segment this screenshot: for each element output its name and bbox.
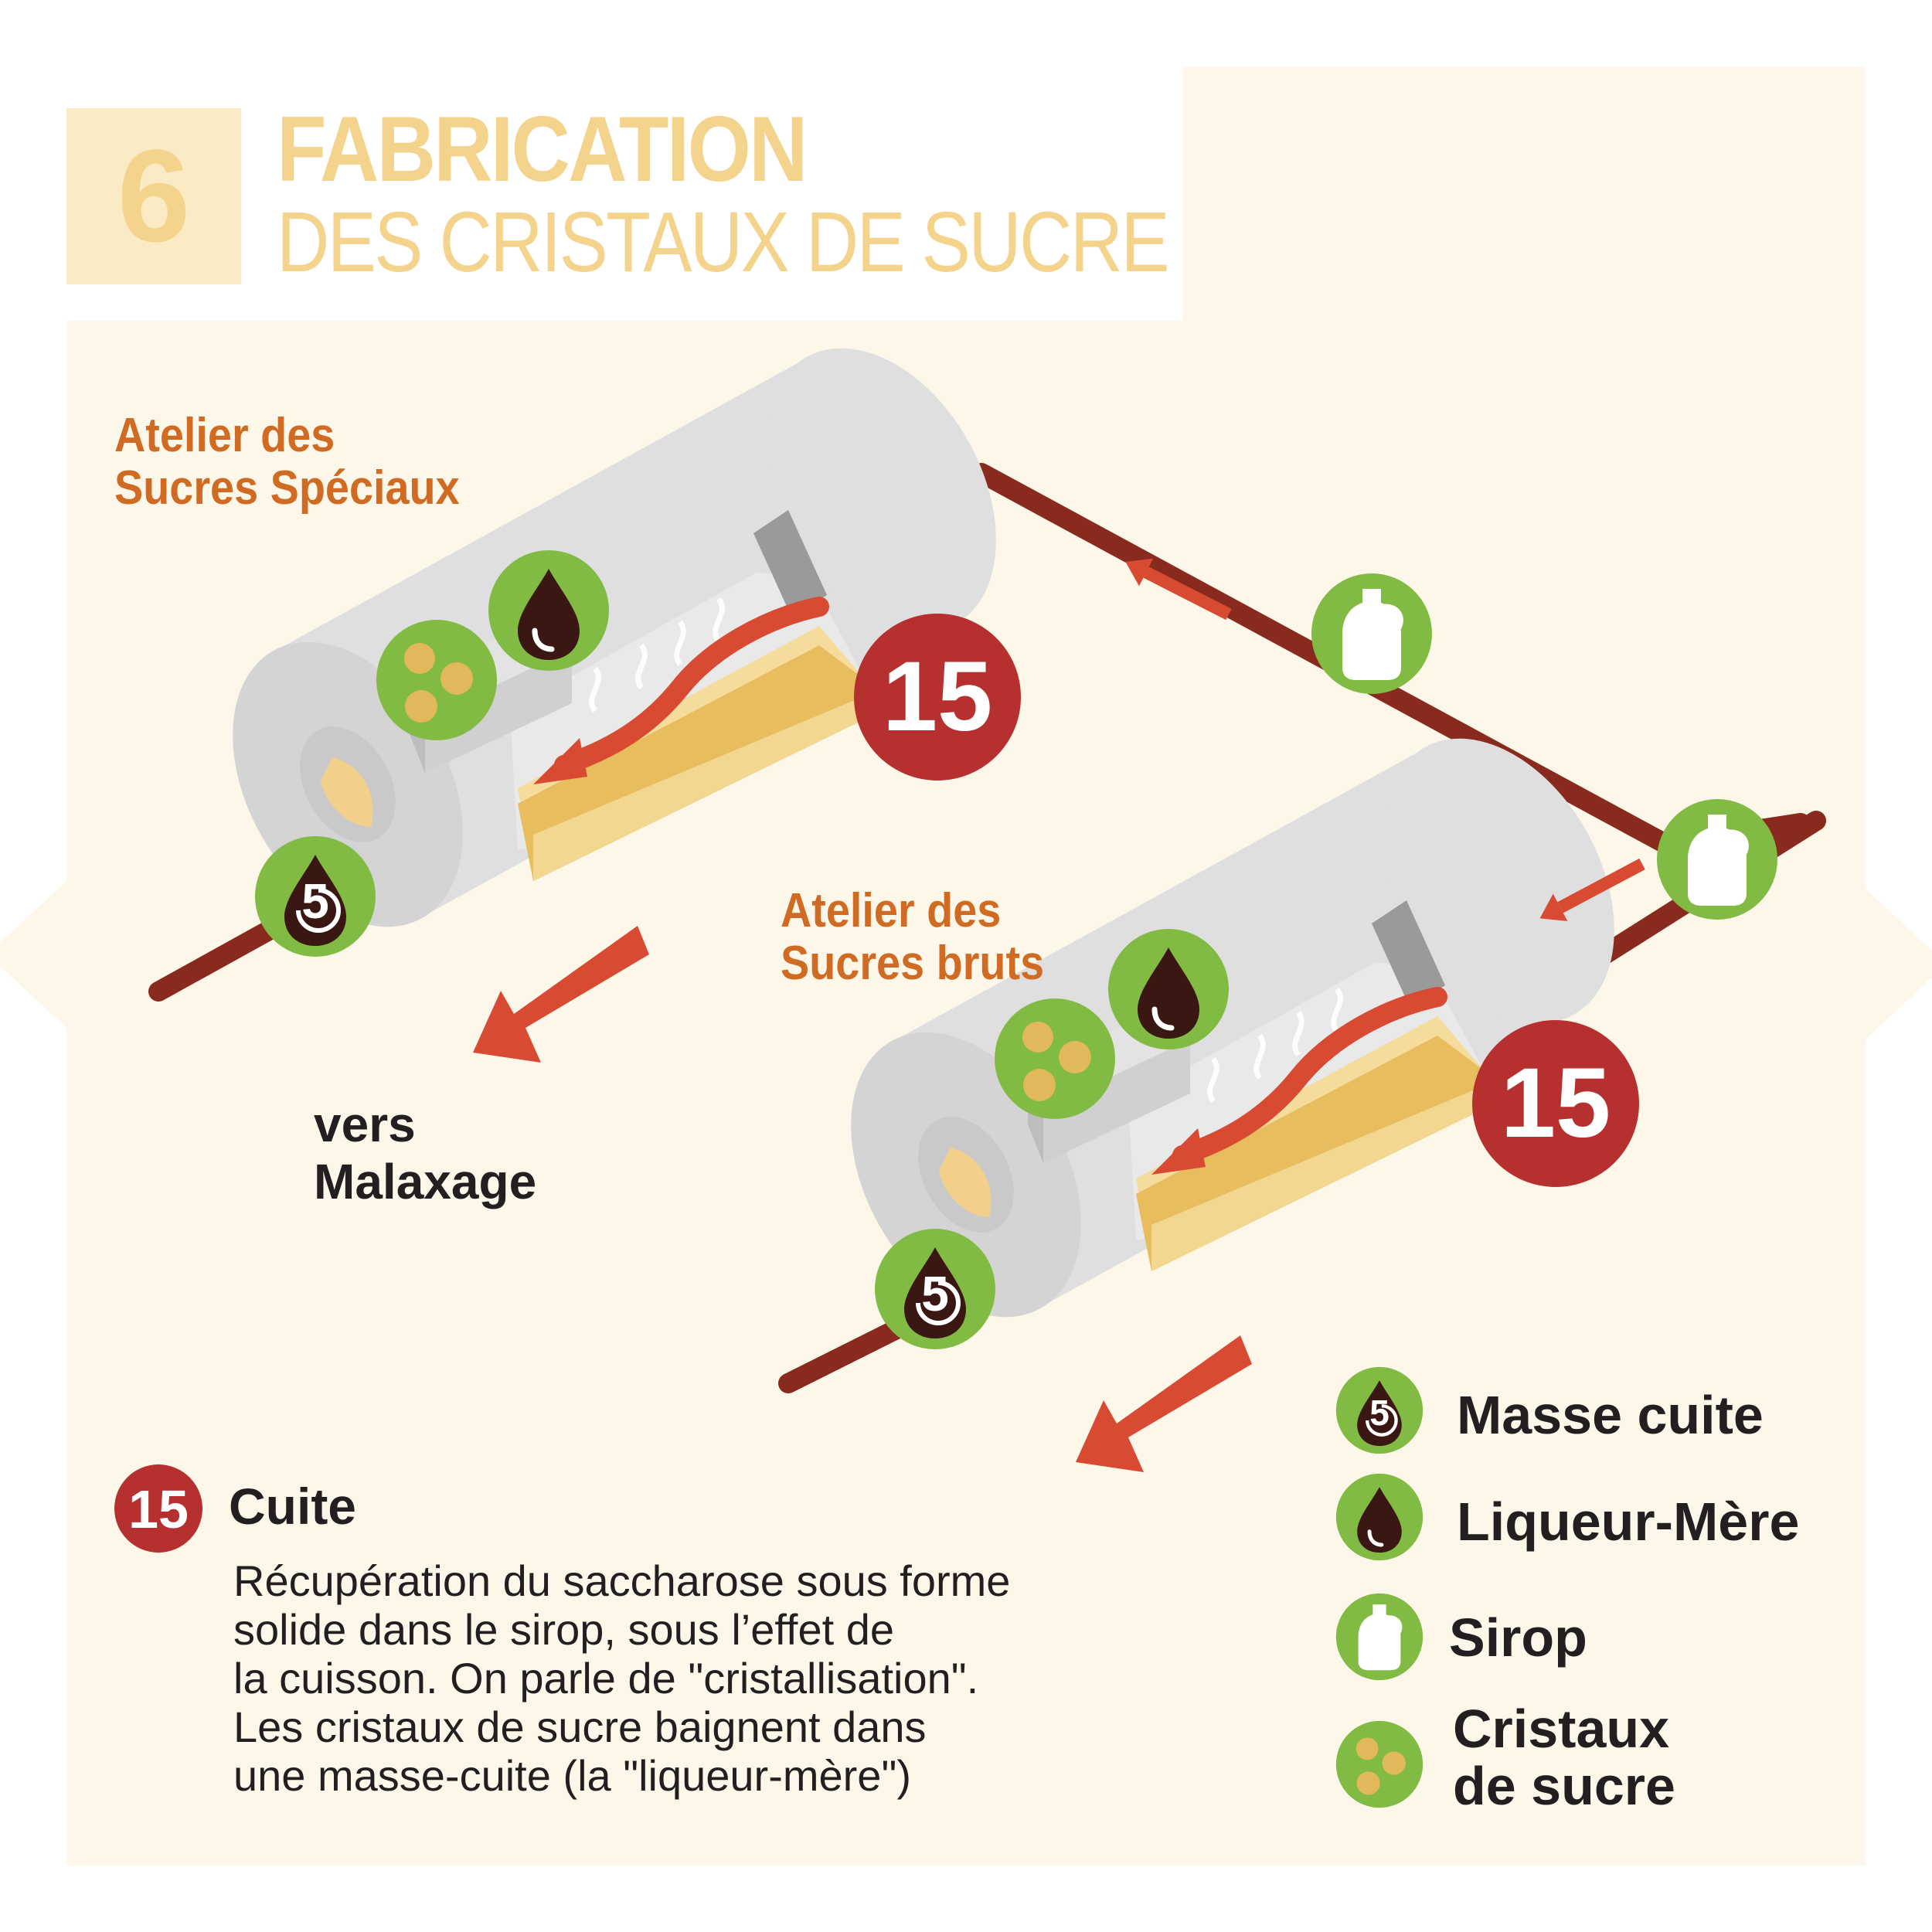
- background-panel: [0, 66, 1932, 1866]
- step-number: 6: [66, 108, 241, 284]
- cuite-title: Cuite: [229, 1478, 356, 1535]
- svg-text:5: 5: [301, 873, 329, 929]
- svg-text:5: 5: [921, 1266, 949, 1321]
- svg-text:15: 15: [128, 1479, 189, 1539]
- page-subtitle: DES CRISTAUX DE SUCRE: [277, 195, 1170, 290]
- sirop-bottle-icon: [1657, 799, 1777, 920]
- legend-label-sirop: Sirop: [1449, 1607, 1587, 1668]
- legend-liqueur-mere-icon: [1336, 1474, 1423, 1560]
- liqueur-mere-drop-icon: [488, 550, 609, 671]
- legend-cristaux-icon: [1335, 1720, 1423, 1808]
- page-title: FABRICATION: [277, 97, 808, 201]
- flow-arrow-malaxage: [1076, 1335, 1252, 1472]
- flow-arrow-pipe: [1539, 858, 1645, 921]
- sugar-crystals-icon: [376, 620, 497, 740]
- sugar-crystals-icon: [995, 998, 1115, 1119]
- liqueur-mere-drop-icon: [1108, 929, 1229, 1049]
- legend-label-masse-cuite: Masse cuite: [1457, 1385, 1764, 1445]
- workshop-label-sucres-speciaux: Atelier des Sucres Spéciaux: [114, 409, 460, 515]
- process-badge-15: 15: [1472, 1020, 1639, 1187]
- process-badge-15: 15: [854, 614, 1021, 781]
- flow-arrows: [473, 558, 1645, 1472]
- svg-text:15: 15: [883, 641, 992, 752]
- cuite-description: Récupération du saccharose sous forme so…: [233, 1556, 1011, 1800]
- cuite-badge: 15: [114, 1464, 202, 1553]
- sirop-bottle-icon: [1311, 573, 1432, 694]
- legend-label-cristaux: Cristaux de sucre: [1453, 1699, 1675, 1816]
- svg-text:15: 15: [1501, 1048, 1611, 1158]
- flow-arrow-malaxage: [473, 926, 649, 1063]
- legend-label-liqueur-mere: Liqueur-Mère: [1457, 1492, 1800, 1552]
- destination-label: vers Malaxage: [314, 1097, 537, 1209]
- flow-arrow-pipe: [1125, 558, 1232, 621]
- legend-sirop-icon: [1336, 1594, 1423, 1680]
- title-panel: [66, 66, 1182, 321]
- workshop-label-sucres-bruts: Atelier des Sucres bruts: [781, 884, 1045, 990]
- svg-text:5: 5: [1369, 1393, 1389, 1433]
